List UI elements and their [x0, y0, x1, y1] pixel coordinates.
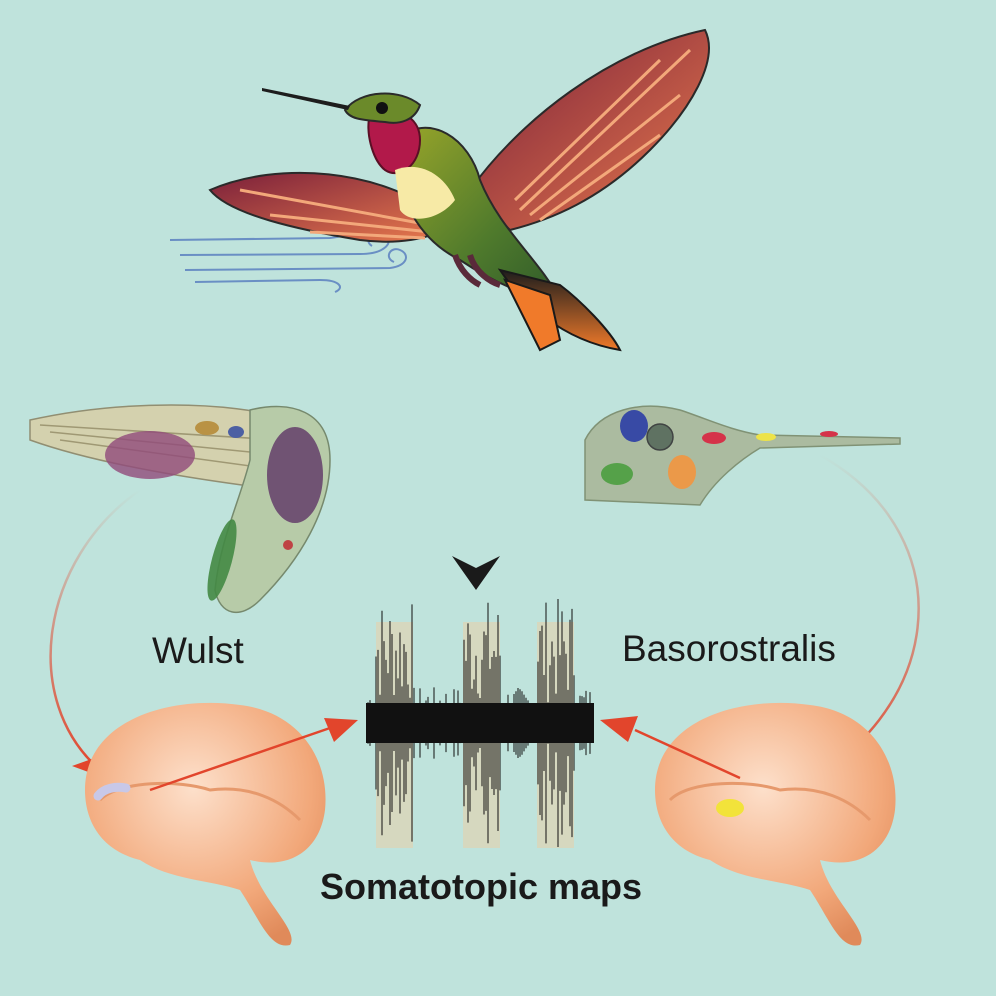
arrowhead-signal-left [324, 718, 358, 742]
brain-icon [655, 702, 896, 946]
neural-signal-icon [366, 598, 594, 848]
head-map-icon [584, 405, 901, 506]
label-somatotopic-maps: Somatotopic maps [320, 866, 643, 907]
label-wulst: Wulst [152, 630, 244, 671]
arrow-wing-to-wulst [49, 488, 141, 771]
arrow-wulst-to-signal [149, 726, 331, 792]
arrow-basorostralis-to-signal [634, 728, 741, 780]
label-basorostralis: Basorostralis [622, 628, 836, 669]
arrowhead-down [452, 556, 500, 590]
hummingbird-icon [208, 28, 710, 352]
arrowhead-signal-right [600, 716, 638, 742]
wing-map-icon [29, 404, 331, 614]
brain-icon [85, 702, 326, 946]
